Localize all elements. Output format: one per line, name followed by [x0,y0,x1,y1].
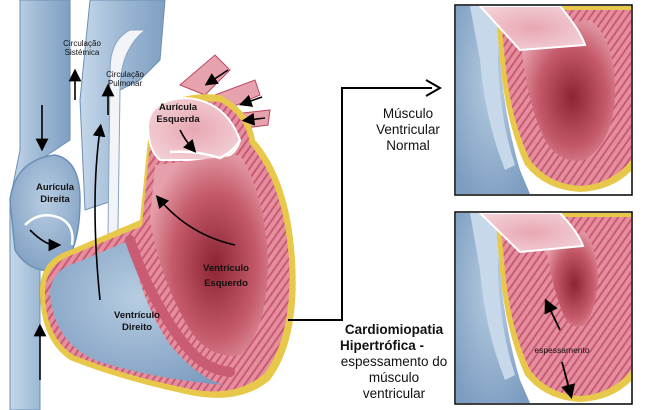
label-hcm-4: músculo [369,370,419,385]
label-ventriculo-esq-1: Ventrículo [203,263,249,274]
right-atrium [9,154,81,272]
connector-to-normal [288,87,432,321]
label-hcm-2: Hipertrófica - [340,338,424,353]
label-ventriculo-esq-2: Esquerdo [204,278,248,289]
flow-arrows [29,68,266,380]
label-hcm-3: espessamento do [341,354,448,369]
inset-normal: Músculo Ventricular Normal [376,4,633,196]
label-circ-sistemica-2: Sistémica [65,48,100,57]
label-normal-2: Ventricular [376,122,440,137]
label-auricula-esq-1: Aurícula [159,102,198,113]
label-ventriculo-dir-1: Ventrículo [114,310,160,321]
label-circ-pulmonar-1: Circulação [106,70,144,79]
label-circ-pulmonar-2: Pulmonar [108,79,143,88]
label-hcm-5: ventricular [363,386,426,401]
label-auricula-dir-2: Direita [40,194,70,205]
connector-lines [288,79,443,321]
left-ventricle [150,155,268,356]
label-circ-sistemica-1: Circulação [63,39,101,48]
label-auricula-esq-2: Esquerda [156,114,200,125]
thickening-arrow [544,298,576,399]
connector-arrowhead [425,79,443,97]
tricuspid-valve [24,213,74,246]
label-auricula-dir-1: Aurícula [36,182,75,193]
main-heart: Circulação Sistémica Circulação Pulmonar… [9,0,296,410]
septum [125,235,235,377]
inset-hypertrophic: espessamento Cardiomiopatia Hipertrófica… [340,211,633,405]
label-hcm-1: Cardiomiopatia [345,322,444,337]
label-ventriculo-dir-2: Direito [122,322,152,333]
label-normal-1: Músculo [383,106,433,121]
right-ventricle [50,240,225,385]
aorta [107,29,147,236]
label-normal-3: Normal [386,138,430,153]
label-espessamento: espessamento [534,345,590,355]
